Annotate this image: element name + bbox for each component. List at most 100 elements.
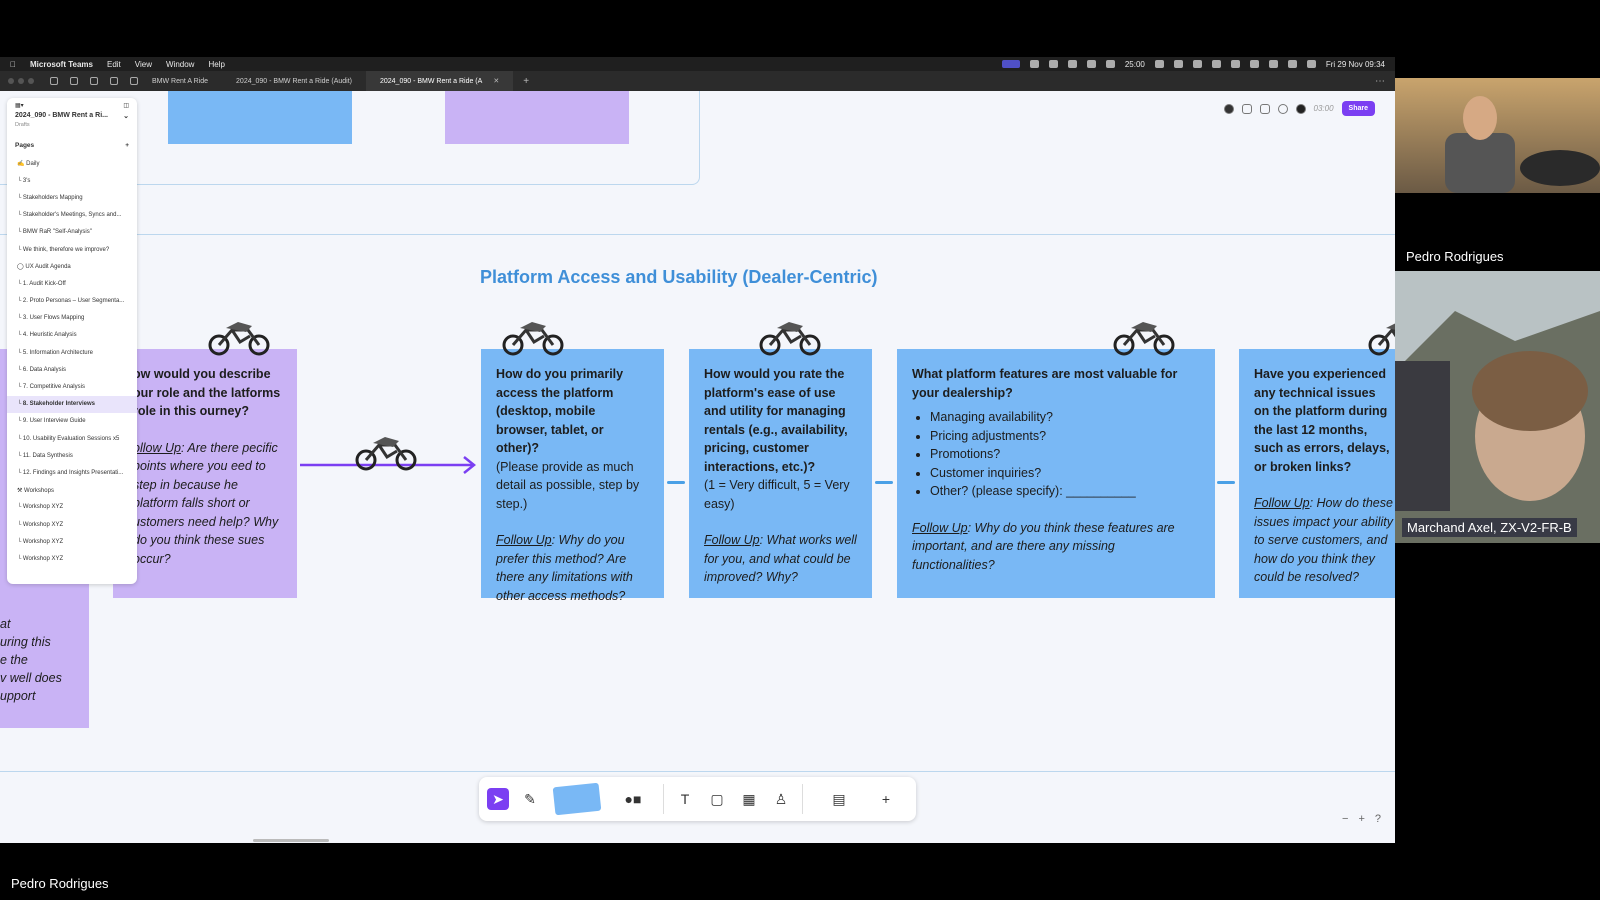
more-tools-icon[interactable]: + <box>881 791 891 807</box>
sidebar-page-item[interactable]: └ 2. Proto Personas – User Segmenta... <box>17 298 125 305</box>
app-name[interactable]: Microsoft Teams <box>24 59 93 69</box>
sidebar-page-item[interactable]: └ 10. Usability Evaluation Sessions x5 <box>17 435 120 442</box>
sidebar-page-item[interactable]: └ 9. User Interview Guide <box>17 418 86 425</box>
sidebar-page-item[interactable]: └ 6. Data Analysis <box>17 366 66 373</box>
motorcycle-icon[interactable] <box>206 316 272 356</box>
status-icon[interactable] <box>1173 60 1183 68</box>
horizontal-scrollbar[interactable] <box>253 839 329 842</box>
battery-icon[interactable] <box>1249 60 1259 68</box>
section-title[interactable]: Platform Access and Usability (Dealer-Ce… <box>480 267 878 287</box>
sticky-note-ease-of-use[interactable]: How would you rate the platform's ease o… <box>689 349 872 598</box>
status-icon[interactable] <box>1067 60 1077 68</box>
status-icon[interactable] <box>1086 60 1096 68</box>
status-icon[interactable] <box>1048 60 1058 68</box>
file-icon[interactable] <box>90 77 98 85</box>
sidebar-page-item[interactable]: └ 4. Heuristic Analysis <box>17 332 77 339</box>
sidebar-page-item[interactable]: └ Stakeholder's Meetings, Syncs and... <box>17 212 122 219</box>
sticky-note[interactable] <box>168 91 352 144</box>
sticky-note-features[interactable]: What platform features are most valuable… <box>897 349 1215 598</box>
menu-edit[interactable]: Edit <box>100 59 121 69</box>
canvas[interactable]: Platform Access and Usability (Dealer-Ce… <box>0 91 1395 843</box>
sidebar-page-item[interactable]: └ 3. User Flows Mapping <box>17 315 85 322</box>
apple-icon[interactable]:  <box>10 60 16 69</box>
tab-audit[interactable]: 2024_090 - BMW Rent a Ride (Audit) <box>222 71 366 91</box>
focus-timer[interactable]: 25:00 <box>1124 59 1145 69</box>
datetime[interactable]: Fri 29 Nov 09:34 <box>1325 59 1385 69</box>
home-icon[interactable] <box>50 77 58 85</box>
control-center-icon[interactable] <box>1306 60 1316 68</box>
close-tab-icon[interactable]: ✕ <box>493 78 500 85</box>
select-tool-icon[interactable]: ➤ <box>487 788 509 810</box>
file-name[interactable]: 2024_090 - BMW Rent a Ri...⌄ <box>7 112 137 120</box>
status-icon[interactable] <box>1154 60 1164 68</box>
help-icon[interactable]: ? <box>1374 813 1381 825</box>
sticky-note-tool-icon[interactable] <box>551 782 603 816</box>
add-page-icon[interactable]: + <box>125 142 129 149</box>
menu-window[interactable]: Window <box>159 59 194 69</box>
search-icon[interactable] <box>1287 60 1297 68</box>
participant-video-tile[interactable] <box>1395 271 1600 543</box>
sidebar-page-item[interactable]: └ We think, therefore we improve? <box>17 246 110 253</box>
sticky-note-access[interactable]: How do you primarily access the platform… <box>481 349 664 603</box>
sidebar-page-item[interactable]: ✍️ Daily <box>17 161 40 168</box>
menu-view[interactable]: View <box>128 59 152 69</box>
widgets-tool-icon[interactable]: ▤ <box>832 790 846 807</box>
file-icon[interactable] <box>110 77 118 85</box>
comment-icon[interactable] <box>1277 103 1288 114</box>
sidebar-page-item[interactable]: └ 7. Competitive Analysis <box>17 384 85 391</box>
sidebar-page-item[interactable]: └ Workshop XYZ <box>17 555 64 562</box>
motorcycle-icon[interactable] <box>500 316 566 356</box>
file-icon[interactable] <box>70 77 78 85</box>
stamp-tool-icon[interactable]: ♙ <box>774 790 788 807</box>
tab-active[interactable]: 2024_090 - BMW Rent a Ride (A ✕ <box>365 71 514 91</box>
participant-video-tile[interactable] <box>1395 78 1600 193</box>
sidebar-page-item[interactable]: └ Stakeholders Mapping <box>17 194 83 201</box>
window-zoom-button[interactable] <box>28 78 34 84</box>
status-icon[interactable] <box>1211 60 1221 68</box>
status-icon[interactable] <box>1192 60 1202 68</box>
status-icon[interactable] <box>1029 60 1039 68</box>
sticky-note-technical-issues[interactable]: Have you experienced any technical issue… <box>1239 349 1395 598</box>
sidebar-page-item[interactable]: └ 12. Findings and Insights Presentati..… <box>17 469 124 476</box>
collapse-sidebar-icon[interactable]: ◫ <box>123 102 129 109</box>
timer-text[interactable]: 03:00 <box>1313 104 1334 113</box>
menu-help[interactable]: Help <box>202 59 224 69</box>
timer-icon[interactable] <box>1295 103 1306 114</box>
layout-icon[interactable] <box>1259 103 1270 114</box>
motorcycle-icon[interactable] <box>1111 316 1177 356</box>
chevron-down-icon[interactable]: ⌄ <box>123 113 129 120</box>
wifi-icon[interactable] <box>1268 60 1278 68</box>
file-icon[interactable] <box>130 77 138 85</box>
connector-arrow[interactable] <box>300 453 480 477</box>
bluetooth-icon[interactable] <box>1230 60 1240 68</box>
sidebar-page-item[interactable]: └ BMW RaR "Self-Analysis" <box>17 229 92 236</box>
window-close-button[interactable] <box>8 78 14 84</box>
sidebar-page-item[interactable]: └ Workshop XYZ <box>17 538 64 545</box>
sidebar-page-item[interactable]: ⚒ Workshops <box>17 487 54 494</box>
sidebar-page-item[interactable]: └ 3's <box>17 177 31 184</box>
shapes-tool-icon[interactable]: ●■ <box>624 791 642 807</box>
sidebar-page-item[interactable]: └ 8. Stakeholder Interviews <box>7 395 137 413</box>
pen-tool-icon[interactable]: ✎ <box>524 790 536 807</box>
zoom-in-icon[interactable]: + <box>1358 813 1365 825</box>
status-icon[interactable] <box>1105 60 1115 68</box>
ai-tools-icon[interactable] <box>1241 103 1252 114</box>
window-minimize-button[interactable] <box>18 78 24 84</box>
sidebar-page-item[interactable]: ◯ UX Audit Agenda <box>17 264 71 271</box>
zoom-out-icon[interactable]: − <box>1342 813 1349 825</box>
sidebar-page-item[interactable]: └ 5. Information Architecture <box>17 349 93 356</box>
avatar[interactable] <box>1223 103 1234 114</box>
sidebar-page-item[interactable]: └ 11. Data Synthesis <box>17 452 73 459</box>
sticky-note[interactable] <box>445 91 629 144</box>
sidebar-page-item[interactable]: └ Workshop XYZ <box>17 504 64 511</box>
sidebar-page-item[interactable]: └ 1. Audit Kick-Off <box>17 280 66 287</box>
more-icon[interactable]: ⋯ <box>1375 75 1385 87</box>
sidebar-page-item[interactable]: └ Workshop XYZ <box>17 521 64 528</box>
file-location[interactable]: Drafts <box>15 122 30 128</box>
motorcycle-icon[interactable] <box>353 431 419 471</box>
text-tool-icon[interactable]: T <box>680 791 690 807</box>
tab-bmw-rent-a-ride[interactable]: BMW Rent A Ride <box>138 71 222 91</box>
share-button[interactable]: Share <box>1341 101 1375 116</box>
new-tab-icon[interactable]: + <box>523 75 530 87</box>
table-tool-icon[interactable]: ▦ <box>742 790 756 807</box>
